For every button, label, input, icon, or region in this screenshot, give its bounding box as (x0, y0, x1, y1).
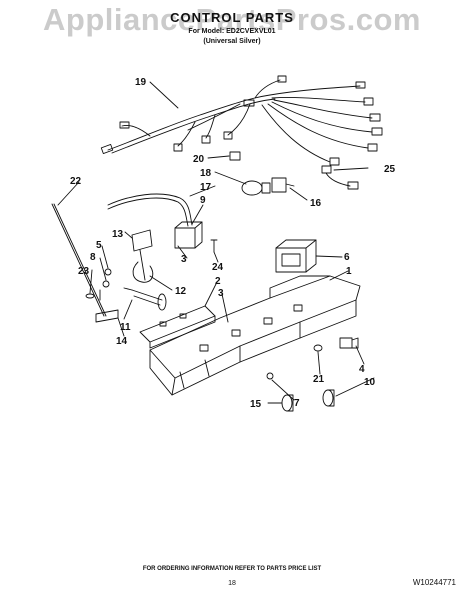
variant-line: (Universal Silver) (203, 38, 261, 45)
control-board (139, 305, 216, 349)
callout-8: 8 (90, 252, 96, 263)
callout-24: 24 (212, 262, 224, 273)
callout-12: 12 (175, 286, 187, 297)
screw-part (210, 239, 218, 253)
lamp-assembly (241, 177, 295, 196)
model-line: For Model: ED2CVEXVL01 (188, 28, 276, 35)
callout-22: 22 (70, 176, 82, 187)
callout-2: 2 (215, 276, 221, 287)
knob-right (322, 389, 335, 407)
control-housing (149, 275, 361, 396)
callout-3a: 3 (181, 254, 187, 265)
callout-15: 15 (250, 399, 262, 410)
callout-25: 25 (384, 164, 396, 175)
callout-9: 9 (200, 195, 206, 206)
callout-11: 11 (120, 322, 131, 333)
bracket-part (131, 229, 154, 283)
callout-5: 5 (96, 240, 102, 251)
callout-20: 20 (193, 154, 205, 165)
rod-part (51, 203, 105, 317)
wire-connector (321, 165, 359, 190)
callout-6: 6 (344, 252, 350, 263)
callout-4: 4 (359, 364, 365, 375)
page-title: CONTROL PARTS (170, 10, 294, 25)
callout-18: 18 (200, 168, 212, 179)
wire-harness (100, 75, 383, 166)
ordering-note: FOR ORDERING INFORMATION REFER TO PARTS … (142, 566, 322, 572)
callout-19: 19 (135, 77, 147, 88)
callout-14: 14 (116, 336, 128, 347)
callout-10: 10 (364, 377, 376, 388)
callout-1: 1 (346, 266, 352, 277)
connector-part (339, 337, 359, 349)
tube-part (107, 193, 193, 226)
callout-7: 7 (294, 398, 300, 409)
callout-17: 17 (200, 182, 212, 193)
shaft-part (123, 287, 167, 311)
callout-3b: 3 (218, 288, 224, 299)
watermark: AppliancePartsPros.com (43, 2, 421, 37)
callout-16: 16 (310, 198, 322, 209)
switch-part (174, 221, 203, 249)
clip-part (229, 151, 241, 161)
callout-13: 13 (112, 229, 124, 240)
callout-23: 23 (78, 266, 90, 277)
document-number: W10244771 (412, 578, 456, 587)
callout-21: 21 (313, 374, 325, 385)
control-module (275, 239, 317, 273)
page-number: 18 (228, 580, 236, 587)
